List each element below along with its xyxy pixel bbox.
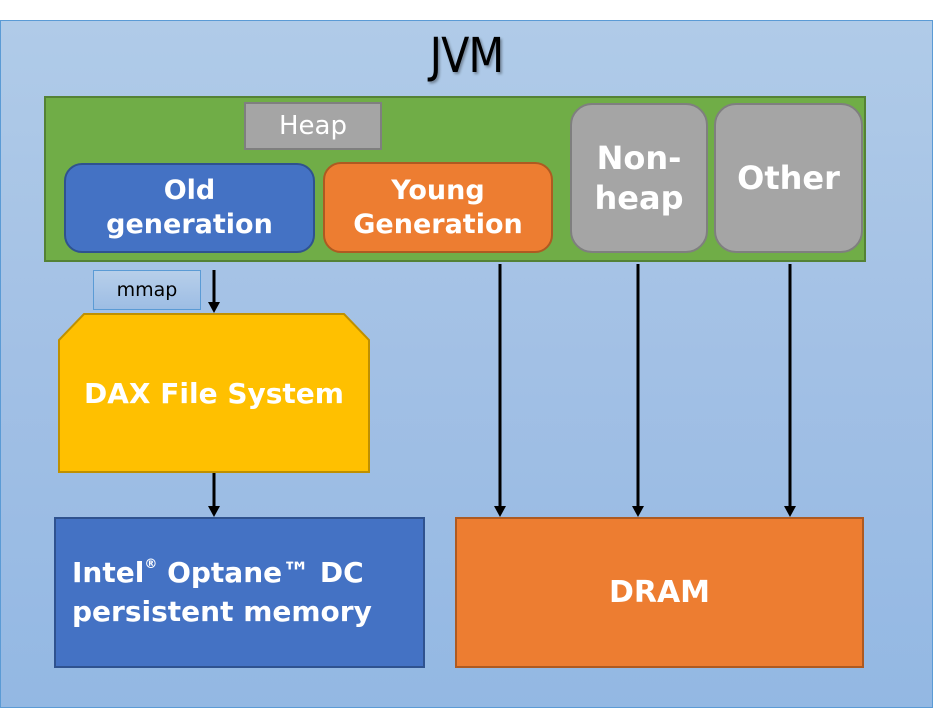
non-heap-line2: heap	[594, 179, 684, 217]
dram-box: DRAM	[455, 517, 864, 668]
optane-product: Optane™ DC	[157, 556, 364, 589]
optane-line1: Intel® Optane™ DC	[72, 553, 423, 592]
non-heap-box: Non- heap	[570, 103, 708, 253]
mmap-label: mmap	[93, 270, 201, 310]
optane-brand: Intel	[72, 556, 145, 589]
other-box: Other	[714, 103, 863, 253]
dram-label: DRAM	[608, 575, 711, 610]
other-label: Other	[737, 159, 840, 197]
young-generation-line2: Generation	[353, 208, 523, 240]
heap-label: Heap	[244, 102, 382, 150]
dax-file-system-shape	[58, 313, 370, 473]
young-generation-line1: Young	[391, 174, 485, 206]
old-generation-box: Old generation	[64, 163, 315, 253]
non-heap-line1: Non-	[596, 139, 682, 177]
optane-line2: persistent memory	[72, 595, 372, 629]
optane-pmem-box: Intel® Optane™ DC persistent memory	[54, 517, 425, 668]
registered-mark: ®	[144, 557, 158, 572]
old-generation-line1: Old	[163, 175, 216, 207]
young-generation-box: Young Generation	[323, 162, 553, 253]
old-generation-line2: generation	[106, 209, 273, 240]
dax-file-system-label: DAX File System	[84, 376, 344, 410]
diagram-title: JVM	[429, 28, 504, 84]
